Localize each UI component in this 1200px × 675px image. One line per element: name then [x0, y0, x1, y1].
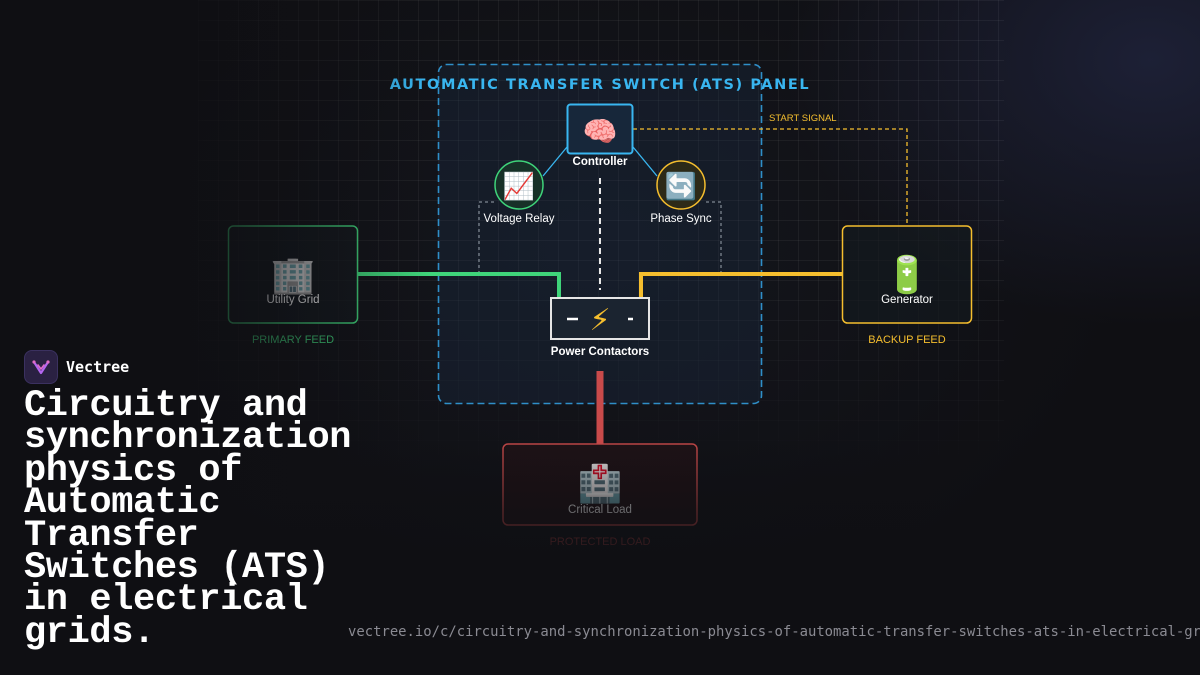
controller-label: Controller — [573, 156, 628, 168]
brand: Vectree — [24, 350, 129, 384]
page-url[interactable]: vectree.io/c/circuitry-and-synchronizati… — [348, 624, 1200, 640]
office-building-icon: 🏢 — [271, 255, 316, 296]
phase-sync-label: Phase Sync — [650, 213, 712, 225]
voltage-relay-label: Voltage Relay — [484, 213, 555, 225]
battery-icon: 🔋 — [885, 254, 930, 296]
utility-grid-label: Utility Grid — [266, 294, 319, 306]
protected-load-caption: PROTECTED LOAD — [550, 536, 651, 548]
vectree-logo-icon — [24, 350, 58, 384]
page-title: Circuitry and synchronization physics of… — [24, 385, 352, 654]
panel-title: AUTOMATIC TRANSFER SWITCH (ATS) PANEL — [390, 77, 810, 93]
lightning-icon: ⚡ — [589, 303, 610, 338]
brand-name: Vectree — [66, 358, 130, 376]
power-contactors-label: Power Contactors — [551, 346, 649, 358]
primary-feed-caption: PRIMARY FEED — [252, 334, 334, 346]
generator-label: Generator — [881, 294, 933, 306]
utility-grid-node: 🏢 Utility Grid — [227, 225, 359, 324]
sync-arrows-icon: 🔄 — [665, 171, 697, 202]
start-signal-label: START SIGNAL — [769, 113, 837, 124]
generator-node: 🔋 Generator — [841, 225, 973, 324]
power-contactors-node: ⚡ Power Contactors — [550, 297, 650, 358]
chart-increasing-icon: 📈 — [503, 171, 535, 202]
brain-icon: 🧠 — [583, 115, 618, 148]
controller-node: 🧠 Controller — [566, 103, 634, 168]
hospital-icon: 🏥 — [578, 463, 623, 505]
vectree-logo-mark — [32, 360, 50, 375]
critical-load-label: Critical Load — [568, 504, 632, 516]
backup-feed-caption: BACKUP FEED — [868, 334, 945, 346]
critical-load-node: 🏥 Critical Load — [502, 443, 698, 526]
